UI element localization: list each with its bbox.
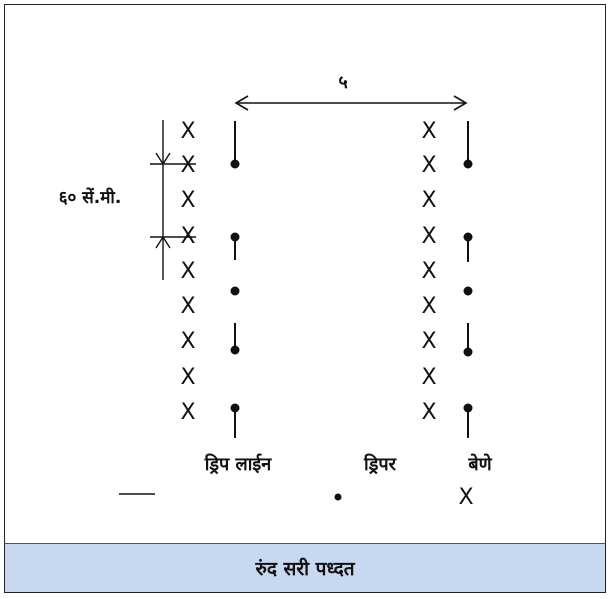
sett-mark: X	[421, 365, 436, 390]
legend-x-symbol: X	[458, 485, 473, 510]
caption-text: रुंद सरी पध्दत	[255, 558, 355, 580]
sett-mark: X	[421, 188, 436, 213]
sett-mark: X	[421, 119, 436, 144]
sett-mark: X	[421, 400, 436, 425]
dripper-dot	[463, 159, 473, 169]
row-distance-label: ५	[338, 72, 347, 93]
legend-dot-symbol	[334, 493, 342, 501]
setts-label: बेणे	[467, 453, 492, 475]
dripper-label: ड्रिपर	[363, 453, 397, 475]
sett-mark: X	[180, 329, 195, 354]
right-sett-column: X X X X X X X X X	[421, 119, 436, 425]
sett-mark: X	[180, 224, 195, 249]
sett-mark: X	[421, 259, 436, 284]
row-distance-arrow	[234, 95, 468, 111]
sett-mark: X	[180, 259, 195, 284]
sett-mark: X	[180, 188, 195, 213]
dripper-dot	[463, 347, 473, 357]
legend: X	[119, 485, 474, 510]
diagram-frame	[4, 4, 606, 593]
left-sett-column: X X X X X X X X X	[180, 119, 195, 425]
sett-mark: X	[180, 400, 195, 425]
drip-line-label: ड्रिप लाईन	[204, 453, 272, 475]
right-drip-line	[463, 121, 473, 438]
sett-mark: X	[180, 294, 195, 319]
dripper-dot	[230, 159, 240, 169]
spacing-dimension	[150, 120, 196, 280]
left-drip-line	[230, 121, 240, 438]
sett-mark: X	[421, 153, 436, 178]
sett-mark: X	[180, 365, 195, 390]
dripper-dot	[230, 286, 240, 296]
dripper-dot	[230, 345, 240, 355]
sett-mark: X	[421, 329, 436, 354]
sett-mark: X	[421, 224, 436, 249]
sett-mark: X	[180, 153, 195, 178]
sett-mark: X	[421, 294, 436, 319]
sett-mark: X	[180, 119, 195, 144]
caption-bar: रुंद सरी पध्दत	[4, 543, 606, 593]
dripper-dot	[463, 286, 473, 296]
spacing-label: ६० सें.मी.	[59, 187, 122, 208]
